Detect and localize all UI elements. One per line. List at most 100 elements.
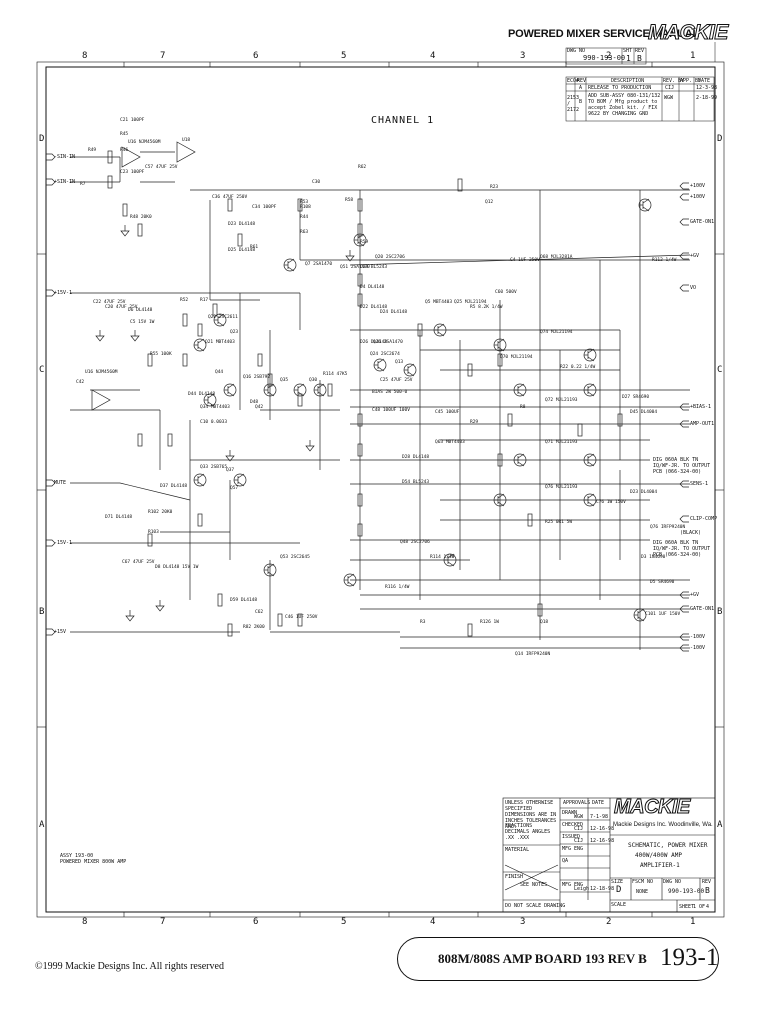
component-label: R126 1W bbox=[480, 620, 499, 625]
tb-sheet: 1 bbox=[693, 904, 697, 910]
tb-fscm: NONE bbox=[636, 889, 649, 895]
net-right-8: CLIP-COMP bbox=[690, 516, 718, 522]
net-right-6: AMP-OUT1 bbox=[690, 421, 715, 427]
component-label: Q13 bbox=[395, 360, 404, 365]
component-label: Q23 bbox=[230, 330, 239, 335]
component-label: Q48 2SC2706 bbox=[400, 540, 430, 545]
component-label: Q21 MBT4403 bbox=[205, 340, 235, 345]
zone-col-bottom-3: 3 bbox=[520, 917, 526, 927]
tb-approval-date: 12-16-98 bbox=[590, 838, 615, 844]
resistor-36 bbox=[527, 513, 533, 527]
component-label: C30 bbox=[312, 180, 321, 185]
component-label: Q18 bbox=[540, 620, 549, 625]
resistor-8 bbox=[357, 223, 363, 237]
component-label: C34 100PF bbox=[252, 205, 277, 210]
schematic-parts bbox=[46, 141, 689, 652]
resistor-30 bbox=[297, 613, 303, 627]
tb-company: Mackie Designs Inc. Woodinville, Wa. bbox=[613, 822, 713, 828]
right-note-2: DIG 060A BLK TN IQ/WF-JR. TO OUTPUT PCB … bbox=[653, 540, 711, 558]
net-right-7: SENS-1 bbox=[690, 481, 709, 487]
rev-header-eco: ECO# bbox=[567, 78, 580, 84]
assy-note-line-2: POWERED MIXER 800W AMP bbox=[60, 859, 127, 865]
transistor-2 bbox=[193, 338, 207, 352]
revision-table bbox=[565, 76, 715, 122]
tb-material-label: MATERIAL bbox=[505, 847, 530, 853]
dwg-no: 990-193-00 bbox=[583, 54, 626, 62]
transistor-0 bbox=[283, 258, 297, 272]
transistor-25 bbox=[638, 198, 652, 212]
ground-symbol-2 bbox=[95, 330, 105, 342]
component-label: Q57 bbox=[230, 486, 239, 491]
resistor-9 bbox=[357, 273, 363, 287]
transistor-23 bbox=[583, 493, 597, 507]
component-label: D22 DL4148 bbox=[360, 305, 388, 310]
tb-date-header: DATE bbox=[592, 800, 605, 806]
net-arrow-left-1 bbox=[46, 178, 56, 186]
tb-approval-role: MFG ENG bbox=[562, 882, 584, 888]
tb-approval-role: MFG ENG bbox=[562, 846, 584, 852]
transistor-1 bbox=[213, 313, 227, 327]
rev-a-date: 12-3-98 bbox=[696, 85, 718, 91]
component-label: C5 15V 1W bbox=[130, 320, 155, 325]
component-label: U18 bbox=[182, 138, 191, 143]
component-label: R8 bbox=[520, 405, 526, 410]
ground-symbol-5 bbox=[345, 250, 355, 262]
zone-col-top-8: 8 bbox=[82, 51, 88, 61]
component-label: C42 bbox=[76, 380, 85, 385]
transistor-24 bbox=[443, 553, 457, 567]
component-label: D44 DL4148 bbox=[188, 392, 216, 397]
component-label: C36 47UF 250V bbox=[212, 195, 248, 200]
net-right-4: VO bbox=[690, 285, 697, 291]
tb-do-not-scale: DO NOT SCALE DRAWING bbox=[505, 903, 566, 909]
component-label: D24 DL4148 bbox=[380, 310, 408, 315]
tb-approval-date: 12-16-98 bbox=[590, 826, 615, 832]
tb-of-label: OF bbox=[699, 904, 706, 910]
dwg-no-label: DWG NO bbox=[567, 48, 586, 54]
rev-b-eco: 2153 / 2172 bbox=[567, 95, 580, 113]
tb-finish-label: FINISH bbox=[505, 874, 524, 880]
transistor-3 bbox=[223, 383, 237, 397]
resistor-41 bbox=[147, 533, 153, 547]
ground-symbol-1 bbox=[130, 330, 140, 342]
zone-row-left-A: A bbox=[39, 820, 45, 830]
transistor-12 bbox=[353, 233, 367, 247]
component-label: R112 1/4W bbox=[652, 258, 677, 263]
component-label: Q24 2SC2674 bbox=[370, 352, 400, 357]
component-label: D45 DL4004 bbox=[630, 410, 658, 415]
net-right-10: GATE-ON1 bbox=[690, 606, 715, 612]
zone-row-right-B: B bbox=[717, 607, 723, 617]
schematic-wires bbox=[70, 151, 691, 650]
ground-symbol-7 bbox=[305, 440, 315, 452]
component-label: Q30 bbox=[309, 378, 318, 383]
transistor-13 bbox=[373, 358, 387, 372]
resistor-32 bbox=[467, 363, 473, 377]
net-left-4: -15V-1 bbox=[54, 540, 73, 546]
component-label: D6 DL4148 bbox=[128, 308, 153, 313]
component-label: D59 DL4148 bbox=[230, 598, 258, 603]
net-arrow-right-12 bbox=[679, 644, 689, 652]
right-note-1: (BLACK) bbox=[680, 530, 702, 536]
rev-header-app-by: APP. BY bbox=[680, 78, 702, 84]
tb-size: D bbox=[616, 885, 622, 895]
net-right-9: +GV bbox=[690, 592, 700, 598]
resistor-33 bbox=[497, 353, 503, 367]
component-label: Q68 MJL3281A bbox=[540, 255, 573, 260]
component-label: R49 bbox=[88, 148, 97, 153]
component-label: C22 47UF 25V bbox=[93, 300, 126, 305]
component-label: Q72 MJL21193 bbox=[545, 398, 578, 403]
component-label: Q76 MJL21193 bbox=[545, 485, 578, 490]
resistor-3 bbox=[137, 223, 143, 237]
opamp-1 bbox=[176, 141, 196, 163]
tb-rev: B bbox=[705, 886, 710, 895]
component-label: Q63 MBT4403 bbox=[435, 440, 465, 445]
title-block-logo: MACKIE bbox=[614, 796, 691, 819]
net-right-12: -100V bbox=[690, 645, 706, 651]
component-label: R102 20K0 bbox=[148, 510, 173, 515]
transistor-26 bbox=[633, 608, 647, 622]
tb-description-2: 400W/400W AMP bbox=[635, 852, 682, 859]
component-label: Q44 bbox=[215, 370, 224, 375]
net-arrow-right-2 bbox=[679, 218, 689, 226]
resistor-12 bbox=[182, 313, 188, 327]
resistor-28 bbox=[227, 623, 233, 637]
